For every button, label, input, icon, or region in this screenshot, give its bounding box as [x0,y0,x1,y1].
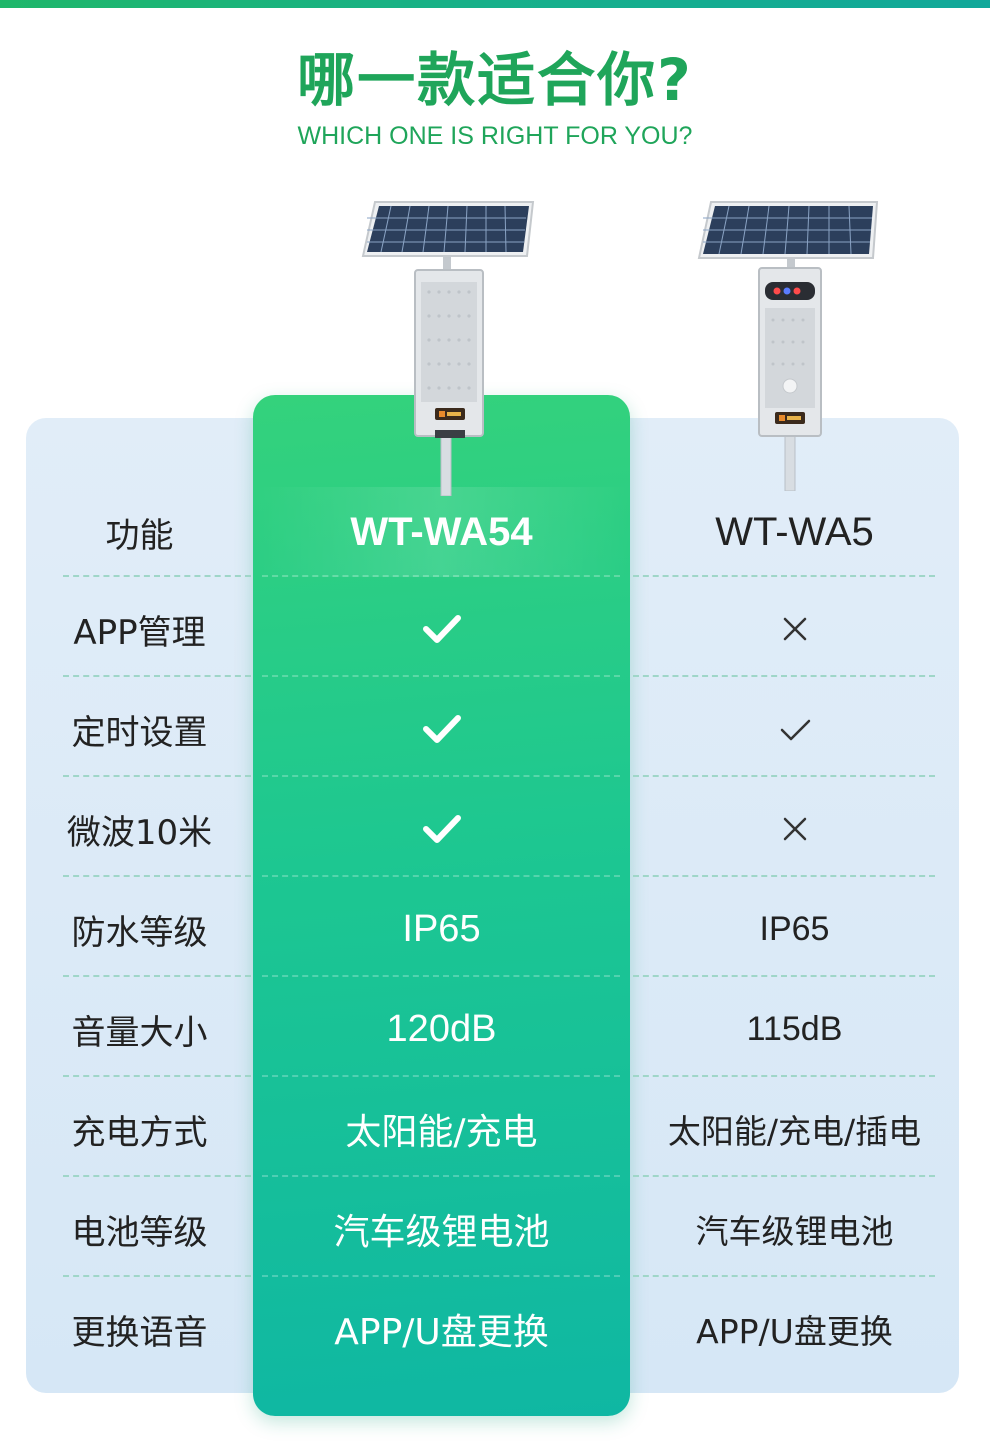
row-divider [262,1175,620,1177]
row-divider [633,875,935,877]
row-divider [633,1175,935,1177]
comparison-row: 充电方式 太阳能/充电 太阳能/充电/插电 [26,1079,959,1179]
row-divider [63,875,251,877]
feature-label: 音量大小 [71,1012,208,1053]
row-divider [262,1275,620,1277]
product-image-wt-wa54 [355,196,545,496]
row-divider [262,875,620,877]
row-divider [633,775,935,777]
value-text: APP/U盘更换 [334,1312,549,1353]
value-text: IP65 [759,909,830,948]
highlight-column-model-a [253,395,630,1416]
page-subtitle: WHICH ONE IS RIGHT FOR YOU? [297,122,693,150]
value-text: 汽车级锂电池 [333,1212,550,1253]
header-row: 功能 WT-WA54 WT-WA5 [26,482,959,582]
model-a-value [253,779,630,879]
feature-label: 电池等级 [71,1212,208,1253]
row-divider [262,675,620,677]
check-icon [780,719,810,741]
model-b-value: 太阳能/充电/插电 [630,1079,959,1179]
row-divider [633,1075,935,1077]
model-b-value [630,579,959,679]
model-a-value: APP/U盘更换 [253,1279,630,1379]
feature-label: 防水等级 [71,912,208,953]
feature-label: 微波10米 [66,812,213,853]
value-text: APP/U盘更换 [696,1312,893,1351]
comparison-row: 定时设置 [26,679,959,779]
value-text: 120dB [386,1007,497,1050]
model-a-value [253,679,630,779]
model-b-value: IP65 [630,879,959,979]
row-divider [633,1275,935,1277]
comparison-row: APP管理 [26,579,959,679]
model-a-value: 汽车级锂电池 [253,1179,630,1279]
comparison-row: 防水等级 IP65 IP65 [26,879,959,979]
header-band [253,487,630,577]
cross-icon [783,617,806,641]
top-accent-bar [0,0,990,8]
comparison-row: 音量大小 120dB 115dB [26,979,959,1079]
row-divider [262,1075,620,1077]
model-b-value [630,779,959,879]
model-b-value: 汽车级锂电池 [630,1179,959,1279]
row-divider [262,975,620,977]
check-icon [422,815,461,843]
model-b-name: WT-WA5 [715,509,874,554]
model-b-value: APP/U盘更换 [630,1279,959,1379]
header-label: 功能 [105,515,174,556]
model-a-value: 太阳能/充电 [253,1079,630,1179]
row-divider [633,975,935,977]
row-divider [63,675,251,677]
row-divider [63,1175,251,1177]
cross-icon [783,817,806,841]
row-divider [63,775,251,777]
row-divider [262,575,620,577]
check-icon [422,615,461,643]
comparison-row: 更换语音 APP/U盘更换 APP/U盘更换 [26,1279,959,1379]
model-b-value: 115dB [630,979,959,1079]
model-a-value: 120dB [253,979,630,1079]
value-text: 汽车级锂电池 [695,1212,894,1251]
value-text: 太阳能/充电 [345,1112,538,1153]
comparison-row: 电池等级 汽车级锂电池 汽车级锂电池 [26,1179,959,1279]
comparison-row: 微波10米 [26,779,959,879]
row-divider [262,775,620,777]
feature-label: 更换语音 [71,1312,208,1353]
feature-label: APP管理 [73,612,206,653]
check-icon [422,715,461,743]
value-text: IP65 [402,907,481,950]
row-divider [633,575,935,577]
value-text: 太阳能/充电/插电 [667,1112,922,1151]
model-a-value [253,579,630,679]
feature-label: 定时设置 [71,712,208,753]
row-divider [63,1275,251,1277]
page-title: 哪一款适合你? [297,46,693,114]
row-divider [63,1075,251,1077]
row-divider [63,975,251,977]
value-text: 115dB [746,1009,843,1048]
product-image-wt-wa5 [695,196,885,491]
feature-label: 充电方式 [71,1112,208,1153]
model-a-name: WT-WA54 [350,509,533,554]
row-divider [63,575,251,577]
model-b-value [630,679,959,779]
model-a-value: IP65 [253,879,630,979]
row-divider [633,675,935,677]
